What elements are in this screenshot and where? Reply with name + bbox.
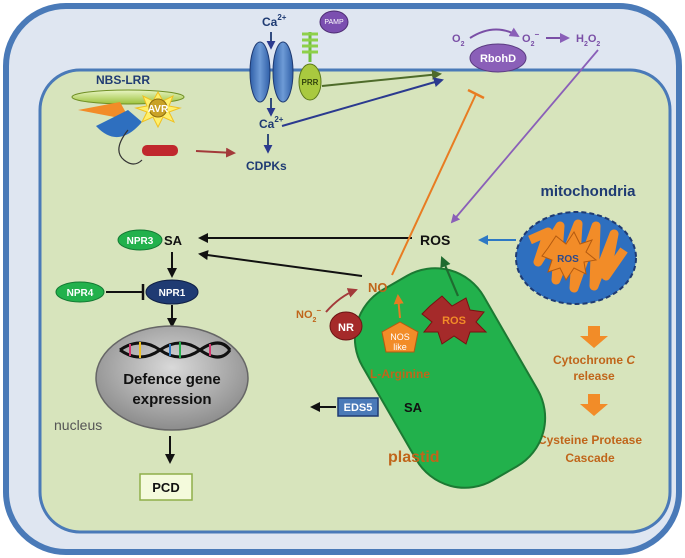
no-to-sa-arrow [198,250,363,277]
superoxide-label: O2− [522,30,539,48]
cascade-line1: Cysteine Protease [538,433,642,447]
defence-line1: Defence gene [123,371,221,388]
cytochrome-c-line1: Cytochrome C [553,353,635,367]
prr-receptor [298,32,322,101]
cascade-line2: Cascade [565,451,615,465]
npr3-protein [117,229,163,251]
rbohd-enzyme [469,43,527,73]
nr-label: NR [338,322,354,334]
nitrite-to-no-arrow [325,288,358,313]
sa-label: SA [164,233,183,248]
eds5-label: EDS5 [344,402,373,414]
nos-to-no-arrow [393,294,404,319]
mitochondrion [515,211,637,305]
npr4-label: NPR4 [67,288,94,299]
red-protein-to-cdpks-arrow [195,147,236,158]
nos-line2: like [393,342,407,352]
npr4-protein [55,281,105,303]
cascade-arrow [580,394,608,416]
mito-ros-label: ROS [557,254,579,265]
nitrate-reductase [329,311,363,341]
pamp-molecule [319,10,349,34]
pcd-box [139,473,193,501]
ca-top-label: Ca2+ [262,13,287,29]
eds5-transporter [337,397,379,417]
no-inhibits-rbohd-line [391,93,477,276]
pcd-label: PCD [152,480,179,495]
calcium-channel [249,41,294,103]
dna-helix [119,341,232,359]
cytochrome-c-line2: release [573,369,615,383]
nbs-lrr-label: NBS-LRR [96,73,150,87]
npr1-label: NPR1 [159,288,186,299]
npr3-label: NPR3 [127,236,154,247]
plastid-ros-label: ROS [442,315,466,327]
no-label: NO [368,280,388,295]
prr-to-rbohd-arrow [321,69,442,87]
o2-conversion-arrow [469,27,520,39]
red-signal-protein [142,145,178,156]
ca-to-rbohd-arrow [281,77,444,127]
avr-effector [134,90,182,129]
rbohd-label: RbohD [480,53,516,65]
nos-like-enzyme [381,321,419,353]
o2-label: O2 [452,33,465,48]
defence-line2: expression [132,391,211,408]
nitrite-label: NO2− [296,306,321,324]
nbs-linker [118,129,143,165]
cyto-c-arrow [580,326,608,348]
avr-label: AVR [148,104,169,115]
ca-mid-label: Ca2+ [259,115,284,131]
l-arginine-label: L-Arginine [370,367,430,381]
plastid-sa-label: SA [404,400,423,415]
mitochondria-label: mitochondria [540,183,636,200]
plastid-ros-burst [421,295,488,345]
h2o2-label: H2O2 [576,33,600,48]
h2o2-to-ros-arrow [450,49,599,224]
plastid-label: plastid [388,449,440,466]
nbs-domain-blue [96,110,142,138]
plastid-ros-to-ros-arrow [440,255,460,297]
nos-line1: NOS [390,332,410,342]
cdpks-label: CDPKs [246,159,287,173]
npr1-protein [145,279,199,305]
no-inhibits-rbohd-bar [467,88,485,100]
ros-label: ROS [420,232,450,248]
nucleus-label: nucleus [54,417,102,433]
pamp-label: PAMP [324,19,344,26]
prr-label: PRR [302,78,319,87]
